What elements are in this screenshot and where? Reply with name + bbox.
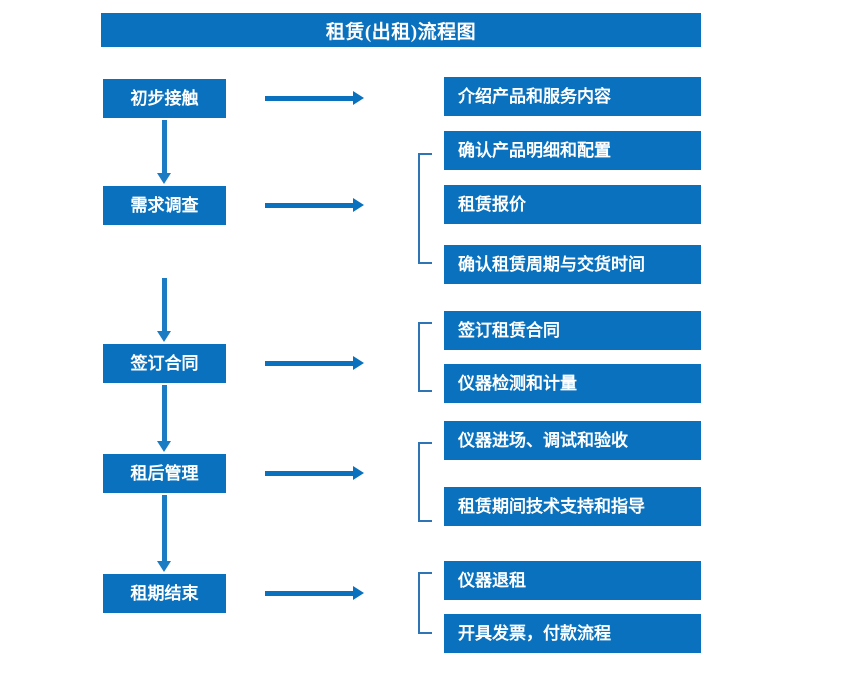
stage-box-rental-end[interactable]: 租期结束: [103, 574, 226, 613]
output-box-instrument-inspection[interactable]: 仪器检测和计量: [444, 364, 701, 403]
vertical-arrow-4: [157, 495, 171, 572]
stage-box-needs-survey[interactable]: 需求调查: [103, 186, 226, 225]
output-box-invoice-payment[interactable]: 开具发票，付款流程: [444, 614, 701, 653]
horizontal-arrow-3: [265, 356, 364, 370]
output-box-technical-support[interactable]: 租赁期间技术支持和指导: [444, 487, 701, 526]
horizontal-arrow-4: [265, 466, 364, 480]
vertical-arrow-1: [157, 120, 171, 184]
stage-box-post-rental-mgmt[interactable]: 租后管理: [103, 454, 226, 493]
output-box-instrument-return[interactable]: 仪器退租: [444, 561, 701, 600]
output-box-instrument-onsite[interactable]: 仪器进场、调试和验收: [444, 421, 701, 460]
stage-box-sign-contract[interactable]: 签订合同: [103, 344, 226, 383]
vertical-arrow-3: [157, 385, 171, 452]
output-box-rental-quote[interactable]: 租赁报价: [444, 185, 701, 224]
horizontal-arrow-1: [265, 91, 364, 105]
horizontal-arrow-2: [265, 198, 364, 212]
group-bracket-rental-end: [418, 572, 432, 634]
vertical-arrow-2: [157, 278, 171, 342]
output-box-confirm-period[interactable]: 确认租赁周期与交货时间: [444, 245, 701, 284]
output-box-introduce-products[interactable]: 介绍产品和服务内容: [444, 77, 701, 116]
group-bracket-post-rental-mgmt: [418, 442, 432, 522]
stage-box-initial-contact[interactable]: 初步接触: [103, 79, 226, 118]
page-title: 租赁(出租)流程图: [101, 13, 701, 47]
output-box-sign-rental-contract[interactable]: 签订租赁合同: [444, 311, 701, 350]
group-bracket-sign-contract: [418, 322, 432, 392]
horizontal-arrow-5: [265, 586, 364, 600]
group-bracket-needs-survey: [418, 153, 432, 264]
output-box-confirm-spec[interactable]: 确认产品明细和配置: [444, 131, 701, 170]
